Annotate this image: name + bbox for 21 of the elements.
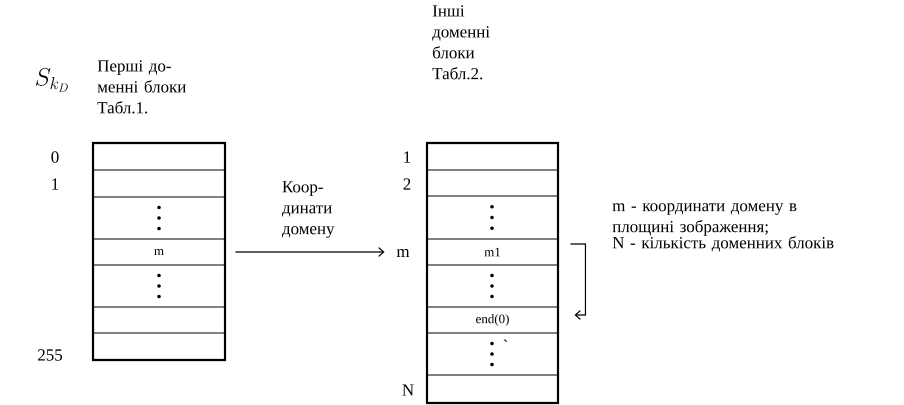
row-number: m bbox=[396, 249, 410, 257]
row-number: 2 bbox=[404, 178, 410, 190]
table-heading: Інші доменні блоки Табл.2. bbox=[432, 5, 490, 80]
arrow bbox=[235, 247, 385, 257]
row-number: N bbox=[402, 384, 414, 396]
table-frame bbox=[426, 142, 560, 404]
row-number: 255 bbox=[38, 349, 62, 361]
arrow bbox=[570, 243, 586, 320]
table-cell: m bbox=[92, 238, 226, 266]
note-text: N - кількість доменних блоків bbox=[612, 236, 834, 252]
table-cell: m1 bbox=[426, 238, 558, 266]
table-symbol: $S_{k_D}$ bbox=[36, 68, 68, 92]
row-number: 1 bbox=[404, 151, 410, 163]
table-frame bbox=[92, 142, 226, 362]
row-number: 1 bbox=[52, 178, 58, 190]
table-heading: Перші до- менні блоки Табл.1. bbox=[98, 60, 186, 114]
row-number: 0 bbox=[51, 151, 59, 163]
note-text: m - координати домену в площині зображення; bbox=[612, 203, 796, 236]
edge-label: Коор- динати домену bbox=[282, 181, 334, 238]
table-cell: end(0) bbox=[426, 306, 558, 334]
tick-mark: ` bbox=[504, 340, 508, 342]
